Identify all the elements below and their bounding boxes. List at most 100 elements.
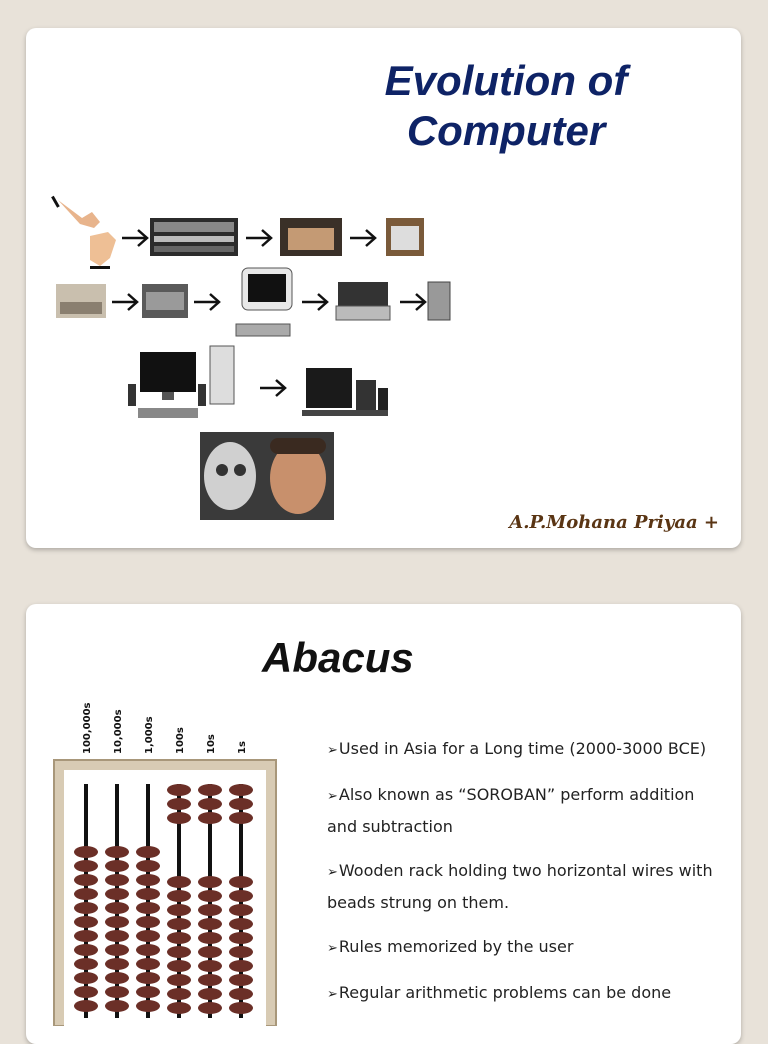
abacus-bead <box>167 932 191 944</box>
abacus-bead <box>167 946 191 958</box>
abacus-bead <box>229 932 253 944</box>
column-label: 10s <box>206 734 217 754</box>
bullet-arrow-icon: ➢ <box>327 743 338 758</box>
abacus-bead <box>136 958 160 970</box>
abacus-bead <box>167 812 191 824</box>
column-label: 10,000s <box>113 709 124 754</box>
abacus-bead <box>229 876 253 888</box>
abacus-bead <box>167 904 191 916</box>
arrow-icon <box>400 293 427 311</box>
abacus-bead <box>198 988 222 1000</box>
calculator-machine-image <box>386 218 424 256</box>
arrow-icon <box>246 229 273 247</box>
abacus-bead <box>167 974 191 986</box>
early-personal-computer-image <box>235 267 293 337</box>
arrow-icon <box>194 293 221 311</box>
hands-counting-image <box>51 195 116 269</box>
bullet-text: Wooden rack holding two horizontal wires… <box>327 861 713 912</box>
slide-evolution-of-computer: Evolution of Computer <box>26 28 741 548</box>
bullet-text: Regular arithmetic problems can be done <box>338 983 672 1002</box>
abacus-bead <box>105 972 129 984</box>
abacus-bead <box>167 918 191 930</box>
abacus-bead <box>136 930 160 942</box>
abacus-bead <box>229 890 253 902</box>
abacus-bead <box>105 930 129 942</box>
bullet-text: Rules memorized by the user <box>338 937 574 956</box>
abacus-rods <box>74 784 253 1018</box>
bullet-item: ➢Rules memorized by the user <box>327 932 727 964</box>
bullet-item: ➢Also known as “SOROBAN” perform additio… <box>327 780 727 842</box>
abacus-bead <box>198 890 222 902</box>
computer-evolution-illustration <box>51 195 451 520</box>
title-line-2: Computer <box>406 107 606 154</box>
abacus-bead <box>136 902 160 914</box>
abacus-bead <box>74 888 98 900</box>
author-signature: A.P.Mohana Priyaa + <box>509 512 719 533</box>
bullet-text: Used in Asia for a Long time (2000-3000 … <box>338 739 707 758</box>
abacus-bead <box>198 798 222 810</box>
bullet-item: ➢Regular arithmetic problems can be done <box>327 978 727 1010</box>
abacus-bead <box>105 1000 129 1012</box>
abacus-bead <box>198 904 222 916</box>
abacus-bead <box>198 974 222 986</box>
abacus-bead <box>198 918 222 930</box>
bullet-list: ➢Used in Asia for a Long time (2000-3000… <box>327 734 727 1024</box>
abacus-bead <box>136 972 160 984</box>
abacus-bead <box>74 874 98 886</box>
abacus-bead <box>229 988 253 1000</box>
arrow-icon <box>302 293 329 311</box>
abacus-bead <box>74 930 98 942</box>
abacus-bead <box>105 958 129 970</box>
abacus-bead <box>136 888 160 900</box>
abacus-bead <box>105 902 129 914</box>
modern-multimedia-pc-image <box>302 368 388 416</box>
abacus-bead <box>105 986 129 998</box>
abacus-bead <box>198 876 222 888</box>
abacus-bead <box>167 798 191 810</box>
abacus-bead <box>167 1002 191 1014</box>
abacus-bead <box>136 860 160 872</box>
abacus-bead <box>229 798 253 810</box>
abacus-bead <box>136 874 160 886</box>
abacus-bead <box>74 1000 98 1012</box>
abacus-bead <box>198 960 222 972</box>
abacus-bead <box>136 1000 160 1012</box>
abacus-bead <box>229 960 253 972</box>
column-label: 100,000s <box>82 702 93 754</box>
abacus-bead <box>105 916 129 928</box>
abacus-bead <box>229 784 253 796</box>
abacus-bead <box>74 860 98 872</box>
bullet-item: ➢Wooden rack holding two horizontal wire… <box>327 856 727 918</box>
printer-unit-image <box>142 284 188 318</box>
abacus-bead <box>229 974 253 986</box>
abacus-bead <box>167 784 191 796</box>
arrow-icon <box>260 379 287 397</box>
arrow-icon <box>112 293 139 311</box>
portable-computer-image <box>335 282 391 321</box>
robot-and-human-image <box>200 432 334 520</box>
slide-title: Evolution of Computer <box>341 56 671 156</box>
abacus-bead <box>229 1002 253 1014</box>
bullet-arrow-icon: ➢ <box>327 941 338 956</box>
abacus-bead <box>74 944 98 956</box>
abacus-bead <box>198 932 222 944</box>
slide-title: Abacus <box>262 634 414 681</box>
bullet-arrow-icon: ➢ <box>327 865 338 880</box>
bullet-item: ➢Used in Asia for a Long time (2000-3000… <box>327 734 727 766</box>
abacus-bead <box>105 874 129 886</box>
abacus-bead <box>105 888 129 900</box>
abacus-bead <box>167 960 191 972</box>
arrow-icon <box>350 229 377 247</box>
abacus-bead <box>136 846 160 858</box>
typewriter-computer-image <box>56 284 106 318</box>
early-mainframe-image <box>150 218 238 256</box>
abacus-bead <box>74 972 98 984</box>
abacus-bead <box>74 916 98 928</box>
abacus-bead <box>229 946 253 958</box>
abacus-bead <box>198 812 222 824</box>
bullet-text: Also known as “SOROBAN” perform addition… <box>327 785 695 836</box>
abacus-bead <box>167 988 191 1000</box>
